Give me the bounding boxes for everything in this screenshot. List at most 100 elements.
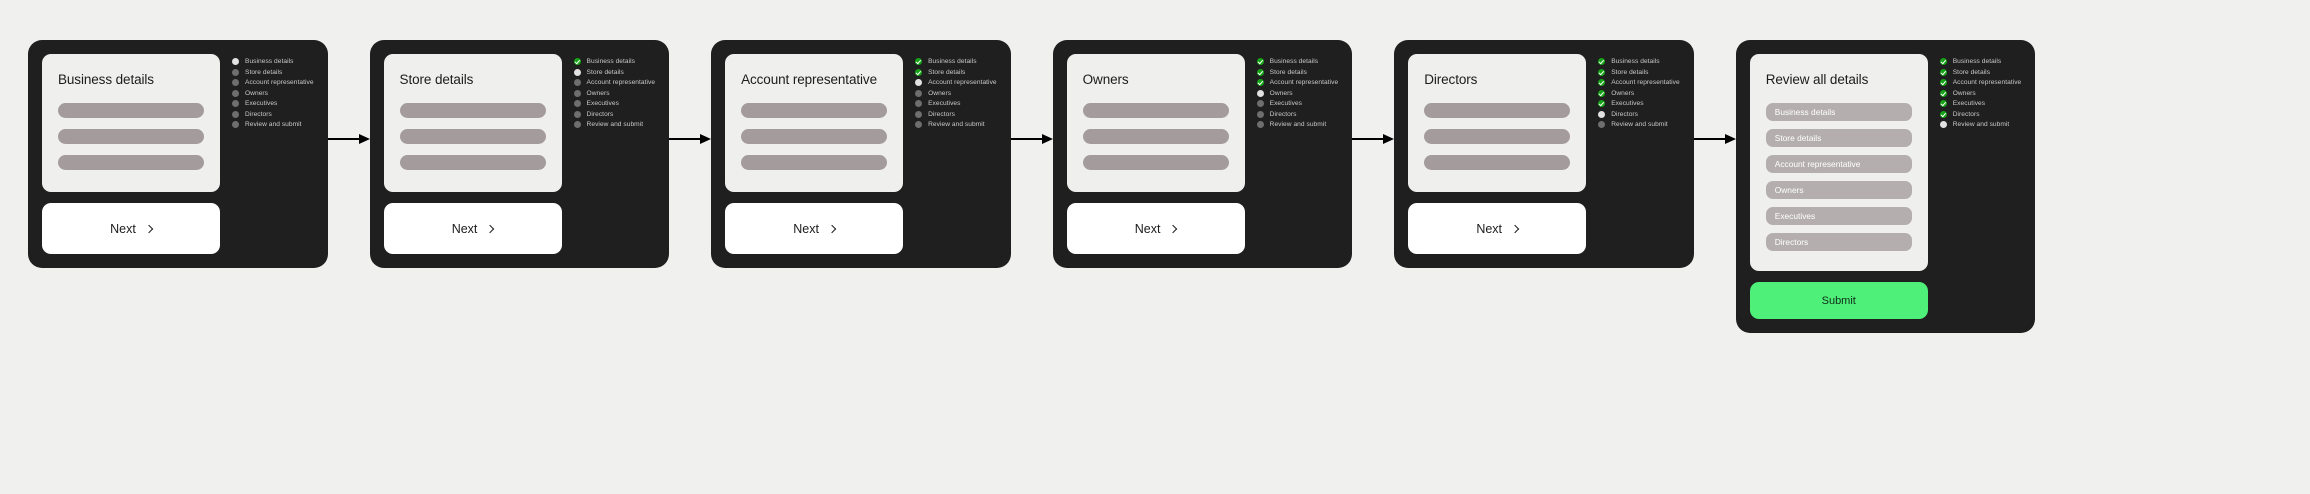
chevron-right-icon <box>1169 224 1178 233</box>
step-item-executives[interactable]: Executives <box>1939 100 2022 107</box>
form-field-placeholder[interactable] <box>741 155 888 170</box>
step-item-review-and-submit[interactable]: Review and submit <box>915 121 997 128</box>
step-label: Owners <box>1269 89 1293 97</box>
step-label: Business details <box>1952 58 2002 65</box>
step-item-owners[interactable]: Owners <box>915 89 997 97</box>
review-chip[interactable]: Business details <box>1765 103 1912 121</box>
step-item-account-representative[interactable]: Account representative <box>1939 79 2022 86</box>
step-label: Executives <box>586 100 619 107</box>
step-item-directors[interactable]: Directors <box>1598 110 1680 118</box>
step-item-store-details[interactable]: Store details <box>1598 68 1680 76</box>
step-check-icon <box>573 58 581 65</box>
form-field-placeholder[interactable] <box>58 129 204 144</box>
step-check-icon <box>1256 79 1264 86</box>
form-field-placeholder[interactable] <box>1424 129 1571 144</box>
step-item-store-details[interactable]: Store details <box>915 68 997 76</box>
step-item-review-and-submit[interactable]: Review and submit <box>1256 121 1339 128</box>
step-item-owners[interactable]: Owners <box>1256 89 1339 97</box>
form-title: Account representative <box>741 72 877 87</box>
step-item-business-details[interactable]: Business details <box>232 58 314 65</box>
step-item-account-representative[interactable]: Account representative <box>1598 79 1680 86</box>
next-button[interactable]: Next <box>383 203 562 254</box>
step-item-directors[interactable]: Directors <box>1256 110 1339 118</box>
form-field-placeholder[interactable] <box>1082 129 1229 144</box>
step-label: Store details <box>1611 68 1649 76</box>
step-label: Directors <box>928 110 955 118</box>
form-field-placeholder[interactable] <box>741 103 888 118</box>
step-item-business-details[interactable]: Business details <box>1598 58 1680 65</box>
submit-button[interactable]: Submit <box>1749 282 1928 319</box>
step-item-owners[interactable]: Owners <box>1598 89 1680 97</box>
flow-arrow-icon <box>327 133 370 145</box>
step-item-executives[interactable]: Executives <box>915 100 997 107</box>
step-item-business-details[interactable]: Business details <box>573 58 656 65</box>
form-field-placeholder[interactable] <box>58 155 204 170</box>
step-item-store-details[interactable]: Store details <box>573 68 656 76</box>
form-card: Store details <box>383 54 562 192</box>
step-item-store-details[interactable]: Store details <box>1256 68 1339 76</box>
step-item-review-and-submit[interactable]: Review and submit <box>232 121 314 128</box>
form-field-placeholder[interactable] <box>399 129 546 144</box>
step-item-account-representative[interactable]: Account representative <box>573 79 656 86</box>
form-field-placeholder[interactable] <box>1424 103 1571 118</box>
step-item-executives[interactable]: Executives <box>1256 100 1339 107</box>
next-button[interactable]: Next <box>1408 203 1587 254</box>
step-item-business-details[interactable]: Business details <box>1939 58 2022 65</box>
next-button[interactable]: Next <box>725 203 904 254</box>
review-chip[interactable]: Executives <box>1765 207 1912 225</box>
flow-arrow-icon <box>1693 133 1736 145</box>
form-field-placeholder[interactable] <box>1082 103 1229 118</box>
step-check-icon <box>1939 89 1947 97</box>
step-item-business-details[interactable]: Business details <box>915 58 997 65</box>
review-chip[interactable]: Store details <box>1765 129 1912 147</box>
step-item-owners[interactable]: Owners <box>1939 89 2022 97</box>
review-chip[interactable]: Account representative <box>1765 155 1912 173</box>
form-field-placeholder[interactable] <box>58 103 204 118</box>
step-item-account-representative[interactable]: Account representative <box>232 79 314 86</box>
step-item-directors[interactable]: Directors <box>232 110 314 118</box>
review-chip[interactable]: Owners <box>1765 181 1912 199</box>
step-item-executives[interactable]: Executives <box>232 100 314 107</box>
step-item-store-details[interactable]: Store details <box>1939 68 2022 76</box>
next-button-label: Next <box>793 221 819 236</box>
form-field-placeholder[interactable] <box>399 155 546 170</box>
step-item-executives[interactable]: Executives <box>1598 100 1680 107</box>
step-item-owners[interactable]: Owners <box>573 89 656 97</box>
step-label: Store details <box>245 68 283 76</box>
next-button[interactable]: Next <box>42 203 220 254</box>
step-item-review-and-submit[interactable]: Review and submit <box>1939 121 2022 128</box>
step-item-store-details[interactable]: Store details <box>232 68 314 76</box>
form-field-placeholder[interactable] <box>399 103 546 118</box>
step-item-review-and-submit[interactable]: Review and submit <box>573 121 656 128</box>
form-field-placeholder[interactable] <box>1082 155 1229 170</box>
step-item-directors[interactable]: Directors <box>573 110 656 118</box>
flow-arrow-icon <box>669 133 712 145</box>
review-chip[interactable]: Directors <box>1765 233 1912 251</box>
step-item-executives[interactable]: Executives <box>573 100 656 107</box>
form-field-placeholder[interactable] <box>741 129 888 144</box>
step-item-business-details[interactable]: Business details <box>1256 58 1339 65</box>
form-field-placeholder[interactable] <box>1424 155 1571 170</box>
step-dot-icon <box>232 110 239 118</box>
arrow-head <box>700 133 712 144</box>
arrow-shaft <box>669 138 702 141</box>
next-button[interactable]: Next <box>1066 203 1245 254</box>
step-item-account-representative[interactable]: Account representative <box>1256 79 1339 86</box>
step-item-review-and-submit[interactable]: Review and submit <box>1598 121 1680 128</box>
arrow-head <box>358 133 370 144</box>
step-check-icon <box>1939 58 1947 65</box>
step-dot-icon <box>915 89 923 97</box>
form-card: Owners <box>1066 54 1245 192</box>
step-item-account-representative[interactable]: Account representative <box>915 79 997 86</box>
next-button-label: Next <box>451 221 478 236</box>
step-item-directors[interactable]: Directors <box>915 110 997 118</box>
step-dot-icon <box>915 121 923 128</box>
step-item-directors[interactable]: Directors <box>1939 110 2022 118</box>
step-item-owners[interactable]: Owners <box>232 89 314 97</box>
